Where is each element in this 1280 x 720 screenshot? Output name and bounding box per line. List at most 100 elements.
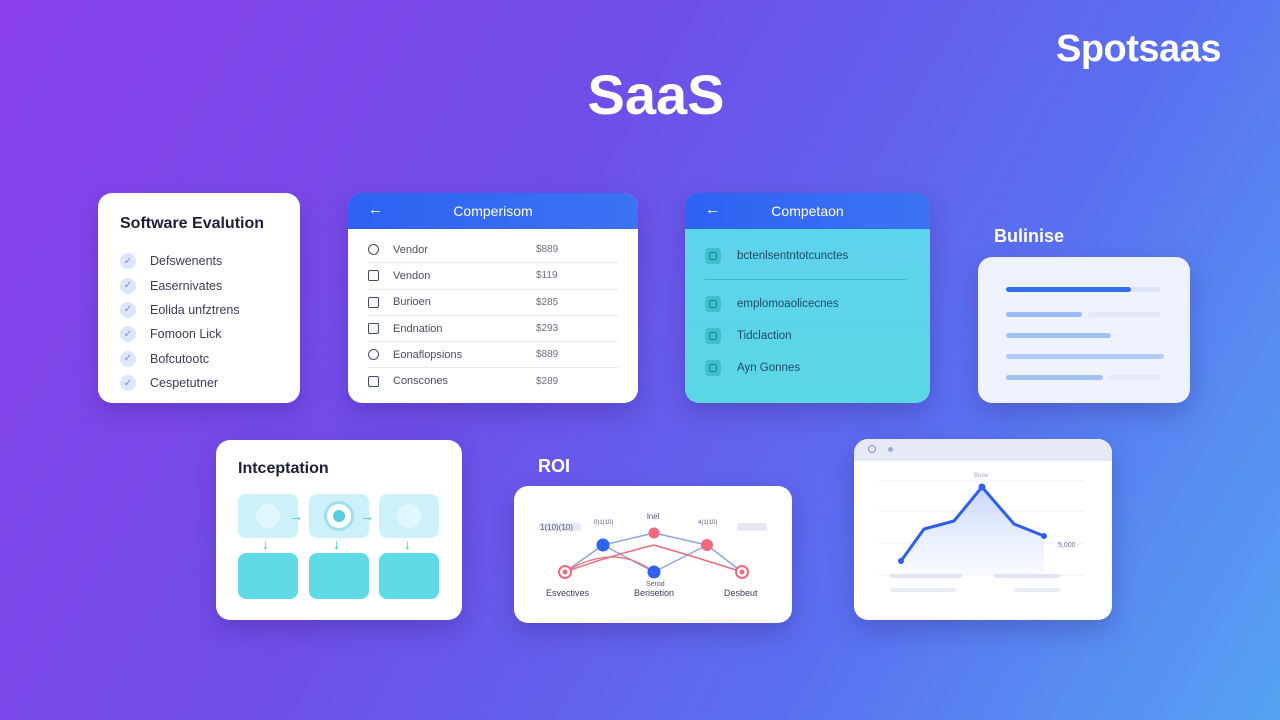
node-dot-icon: [397, 504, 421, 528]
flow-node[interactable]: [379, 553, 439, 599]
integration-card: Intceptation → → ↓ ↓ ↓: [216, 440, 462, 620]
edge: [653, 544, 708, 573]
radio-icon[interactable]: [368, 244, 379, 256]
software-evaluation-card: Software Evalution ✓Defswenents ✓Easerni…: [98, 193, 300, 403]
comparison-header: ← Comperisom: [348, 193, 638, 229]
node-blue: [596, 538, 610, 552]
text-line: [1006, 312, 1082, 317]
integration-title: Intceptation: [238, 460, 329, 477]
tag-pill: [539, 523, 581, 531]
competition-card: ← Competaon bctenlsentntotcunctes emplom…: [685, 193, 930, 403]
arrow-right-icon: →: [289, 508, 303, 524]
competition-item[interactable]: Ayn Gonnes: [705, 360, 800, 376]
progress-track: [1131, 287, 1161, 292]
check-icon: ✓: [120, 375, 136, 392]
checkbox-icon[interactable]: [368, 296, 379, 308]
roi-card: 1(10)(10) 0)1(10) lnel 4(1(10) Esvective…: [514, 486, 792, 623]
flow-node[interactable]: [309, 553, 369, 599]
comparison-card: ← Comperisom Vendor$889 Vendon$119 Burio…: [348, 193, 638, 403]
node-coral: [648, 527, 660, 539]
checklist-item[interactable]: ✓Easernivates: [120, 273, 240, 297]
roi-label: ROI: [538, 456, 571, 476]
data-point: [1041, 533, 1047, 539]
edge: [602, 544, 655, 573]
competition-item[interactable]: emplomoaolicecnes: [705, 296, 839, 312]
vendor-row[interactable]: Eonaflopsions$889: [368, 342, 618, 369]
text-line: [1108, 375, 1161, 380]
radio-icon[interactable]: [368, 349, 379, 361]
trend-line-chart: Bune 5,000: [878, 473, 1084, 592]
tag-pill: [737, 523, 767, 531]
item-icon: [705, 248, 721, 264]
value-label: 5,000: [1058, 542, 1076, 549]
tag-text: 0)1(10): [594, 520, 613, 526]
node-blue: [647, 565, 661, 579]
legend-line: [890, 588, 956, 592]
check-icon: ✓: [120, 277, 136, 294]
comparison-title: Comperisom: [453, 203, 533, 219]
legend-line: [994, 574, 1060, 578]
hero-title: SaaS: [587, 63, 725, 126]
checklist-item[interactable]: ✓Bofcutootc: [120, 347, 240, 371]
edge: [564, 544, 604, 573]
vendor-list: Vendor$889 Vendon$119 Burioen$285 Endnat…: [368, 237, 618, 394]
back-icon[interactable]: ←: [705, 201, 720, 218]
brand-logo: Spotsaas: [1056, 28, 1221, 70]
edge: [564, 544, 743, 573]
text-line: [1006, 354, 1164, 359]
vendor-row[interactable]: Burioen$285: [368, 290, 618, 316]
vendor-row[interactable]: Endnation$293: [368, 316, 618, 343]
node-dot-icon: [333, 510, 345, 522]
arrow-down-icon: ↓: [333, 536, 340, 552]
arrow-down-icon: ↓: [262, 536, 269, 552]
item-icon: [705, 360, 721, 376]
check-icon: ✓: [120, 350, 136, 367]
checklist-item[interactable]: ✓Defswenents: [120, 249, 240, 273]
node-coral-dot: [739, 569, 745, 575]
back-icon[interactable]: ←: [368, 201, 383, 218]
node-coral-dot: [562, 569, 568, 575]
roi-network-graphic: 1(10)(10) 0)1(10) lnel 4(1(10) Esvective…: [539, 512, 767, 598]
competition-header: ← Competaon: [685, 193, 930, 229]
node-dot-icon: [256, 504, 280, 528]
competition-title: Competaon: [771, 203, 844, 219]
checkbox-icon[interactable]: [368, 323, 379, 335]
legend-line: [890, 574, 962, 578]
check-icon: ✓: [120, 301, 136, 318]
window-dot-icon[interactable]: [888, 447, 893, 452]
checkbox-icon[interactable]: [368, 375, 379, 387]
window-titlebar: [854, 439, 1112, 461]
area-fill: [901, 487, 1044, 575]
edge: [602, 532, 655, 546]
peak-label: Bune: [974, 473, 989, 479]
business-card: [978, 257, 1190, 403]
node-label: Berisetion: [634, 588, 674, 598]
competition-item[interactable]: bctenlsentntotcunctes: [705, 248, 848, 264]
check-icon: ✓: [120, 326, 136, 343]
vendor-row[interactable]: Vendon$119: [368, 263, 618, 290]
window-dot-icon[interactable]: [868, 445, 876, 453]
checklist-item[interactable]: ✓Cespetutner: [120, 371, 240, 395]
edge: [564, 556, 655, 573]
checkbox-icon[interactable]: [368, 270, 379, 282]
arrow-right-icon: →: [360, 508, 374, 524]
trend-line: [899, 485, 1045, 562]
checklist-item[interactable]: ✓Fomoon Lick: [120, 322, 240, 346]
item-icon: [705, 296, 721, 312]
vendor-row[interactable]: Vendor$889: [368, 237, 618, 264]
checklist-item[interactable]: ✓Eolida unfztrens: [120, 298, 240, 322]
vendor-row[interactable]: Conscones$289: [368, 368, 618, 393]
trend-chart-card: Bune 5,000: [854, 439, 1112, 620]
data-point: [978, 483, 986, 491]
evaluation-checklist: ✓Defswenents ✓Easernivates ✓Eolida unfzt…: [120, 249, 240, 395]
competition-item[interactable]: Tidclaction: [705, 328, 792, 344]
flow-node[interactable]: [238, 553, 298, 599]
arrow-down-icon: ↓: [404, 536, 411, 552]
text-line: [1088, 312, 1161, 317]
software-evaluation-title: Software Evalution: [120, 215, 265, 232]
node-label: Desbeut: [724, 588, 758, 598]
tag-text: 4(1(10): [698, 520, 717, 526]
text-line: [1006, 333, 1111, 338]
legend-line: [1014, 588, 1060, 592]
edge: [706, 544, 743, 573]
